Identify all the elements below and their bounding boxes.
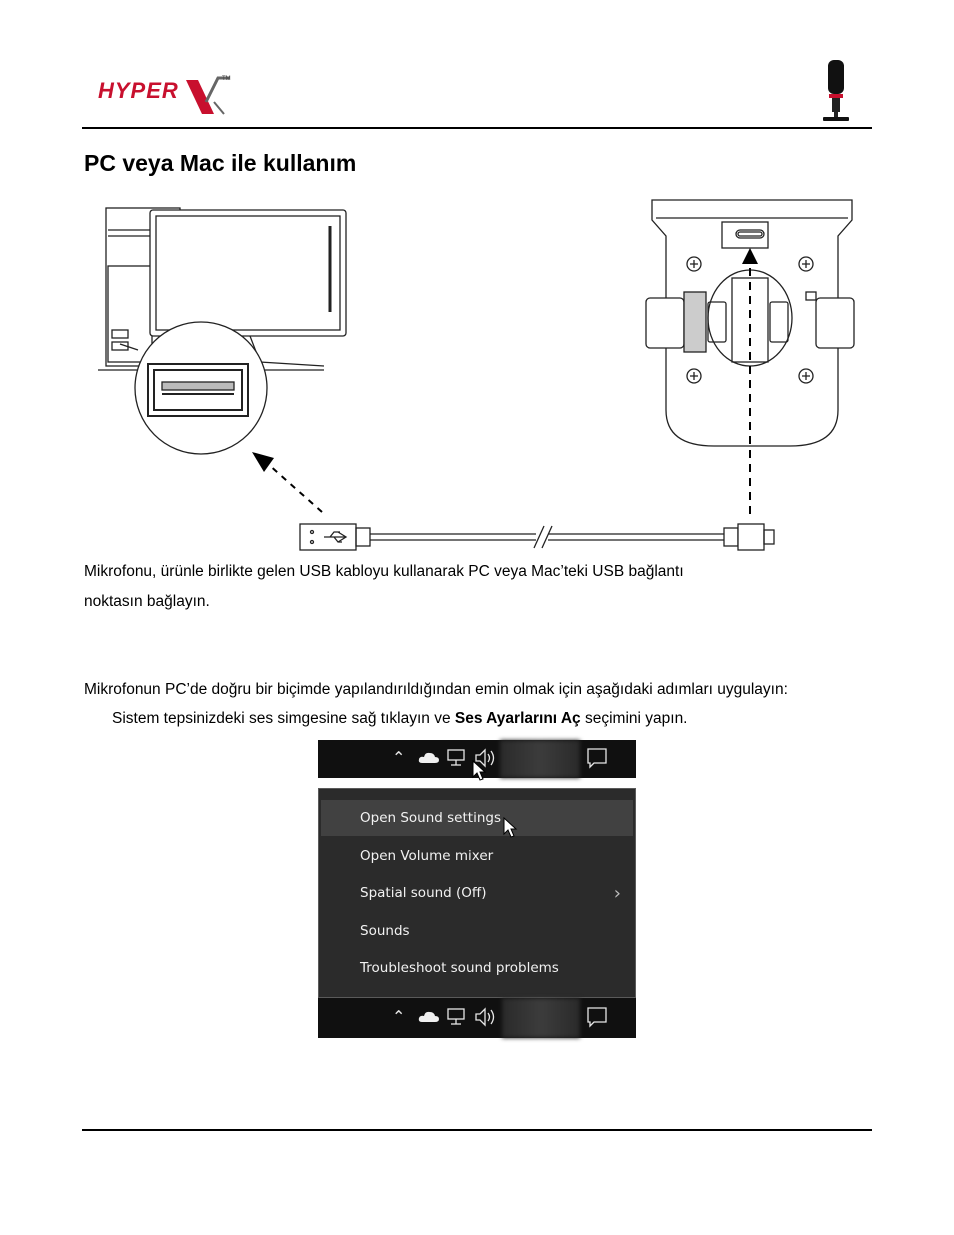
computer-illustration [98,207,347,455]
menu-item-label: Troubleshoot sound problems [360,960,559,976]
notification-icon[interactable] [586,747,608,769]
sound-context-menu: Open Sound settings Open Volume mixer Sp… [318,788,636,998]
step-1: Sistem tepsinizdeki ses simgesine sağ tı… [112,710,688,728]
network-icon[interactable] [446,1007,466,1027]
taskbar-top: ⌃ [318,740,636,781]
taskbar-bottom: ⌃ [318,998,636,1038]
logo-trademark: TM [222,76,231,82]
cursor-icon [472,760,487,781]
chevron-up-icon[interactable]: ⌃ [392,748,406,767]
menu-item-label: Spatial sound (Off) [360,885,487,901]
menu-item-open-sound-settings[interactable]: Open Sound settings [321,800,633,838]
hyperx-logo: HYPER TM [96,74,236,118]
page-title: PC veya Mac ile kullanım [84,150,357,176]
network-icon[interactable] [446,748,466,768]
menu-item-spatial-sound[interactable]: Spatial sound (Off) › [321,875,633,911]
connect-instruction: Mikrofonu, ürünle birlikte gelen USB kab… [84,557,684,617]
step-1-text: Sistem tepsinizdeki ses simgesine sağ tı… [112,710,455,727]
cloud-icon[interactable] [418,750,440,764]
speaker-icon[interactable] [474,1007,496,1027]
menu-item-label: Open Sound settings [360,810,501,826]
cloud-icon[interactable] [418,1009,440,1023]
header-rule [82,127,872,129]
logo-brand-text: HYPER [98,78,179,103]
steps-intro: Mikrofonun PC’de doğru bir biçimde yapıl… [84,681,788,698]
connect-line-1: Mikrofonu, ürünle birlikte gelen USB kab… [84,563,684,580]
menu-item-open-volume-mixer[interactable]: Open Volume mixer [321,838,633,874]
chevron-up-icon[interactable]: ⌃ [392,1007,406,1026]
logo-x-mark [186,76,230,115]
connect-line-2: noktasın bağlayın. [84,593,210,610]
blurred-clock [502,998,580,1038]
step-1-bold: Ses Ayarlarını Aç [454,710,581,727]
notification-icon[interactable] [586,1006,608,1028]
blurred-clock [500,740,580,778]
menu-item-sounds[interactable]: Sounds [321,913,633,949]
footer-rule [82,1129,872,1131]
menu-item-troubleshoot[interactable]: Troubleshoot sound problems [321,950,633,986]
speaker-icon[interactable] [474,748,496,768]
connection-illustration [98,199,855,551]
step-1-text-end: seçimini yapın. [580,710,688,727]
microphone-icon [823,60,849,121]
menu-item-label: Sounds [360,923,410,939]
microphone-base-illustration [645,199,855,447]
cursor-icon [503,817,518,838]
menu-item-label: Open Volume mixer [360,848,494,864]
usb-cable [299,523,775,551]
chevron-right-icon: › [613,883,621,904]
